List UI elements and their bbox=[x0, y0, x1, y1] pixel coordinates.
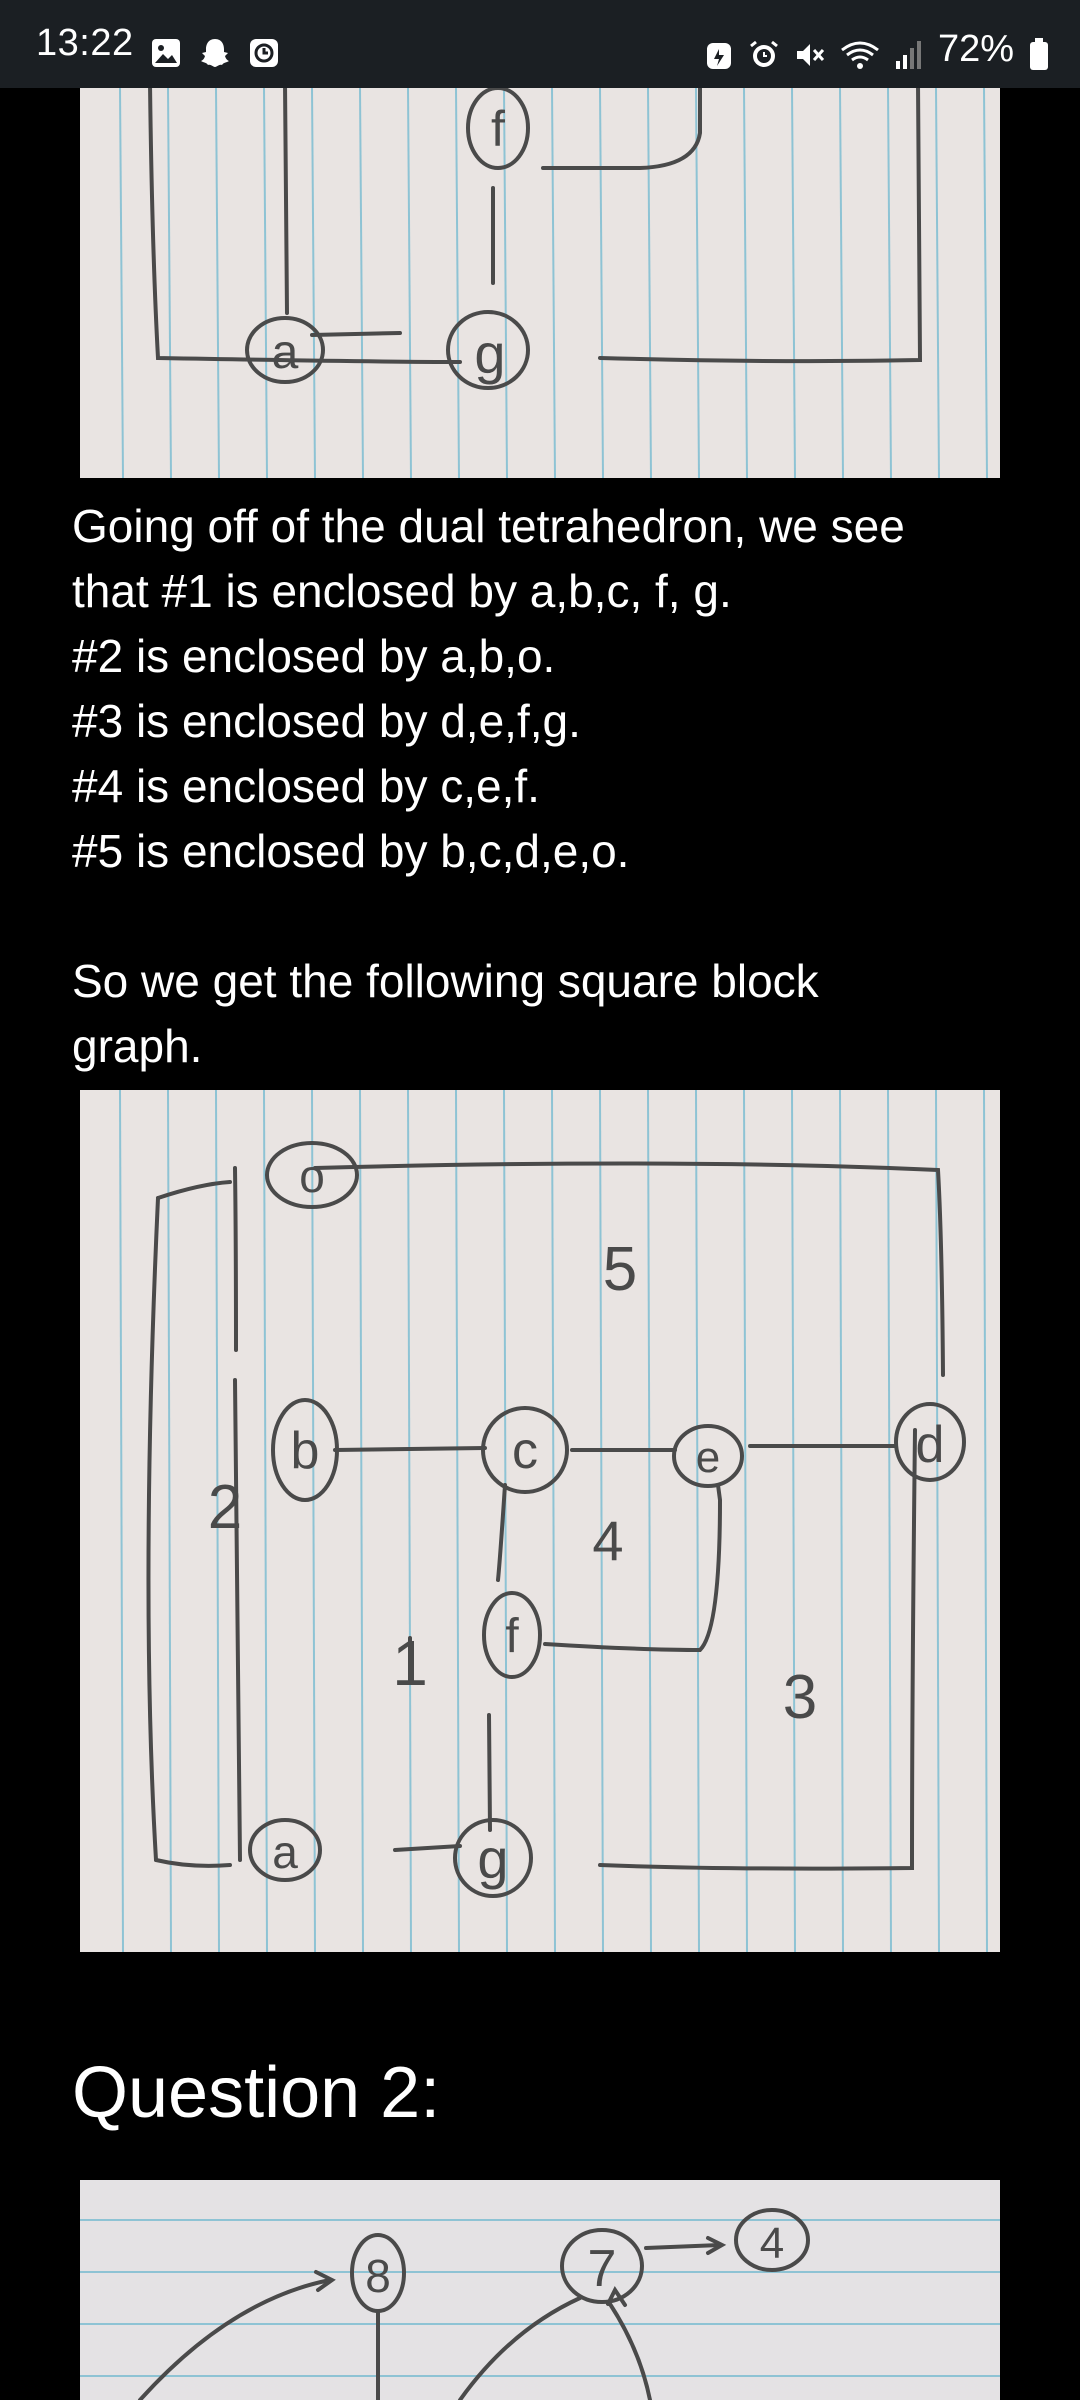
gallery-icon bbox=[150, 37, 182, 74]
status-time: 13:22 bbox=[36, 22, 134, 64]
region-1-label: 1 bbox=[392, 1627, 428, 1699]
clock-app-icon bbox=[248, 37, 280, 74]
vertex-a-label: a bbox=[272, 1826, 298, 1878]
paragraph-line: that #1 is enclosed by a,b,c, f, g. bbox=[72, 565, 732, 617]
vertex-f-label: f bbox=[491, 101, 505, 157]
region-3-label: 3 bbox=[783, 1663, 817, 1732]
vertex-b-label: b bbox=[291, 1422, 320, 1480]
vertex-e-label: e bbox=[696, 1433, 720, 1482]
question-2-sketch-image: 8 7 4 bbox=[80, 2180, 1000, 2400]
vertex-d-label: d bbox=[916, 1416, 945, 1474]
signal-icon bbox=[894, 39, 924, 76]
vertex-a-label: a bbox=[272, 326, 299, 379]
snapchat-icon bbox=[198, 36, 232, 75]
vertex-g-label: g bbox=[477, 1827, 508, 1890]
paragraph-line: Going off of the dual tetrahedron, we se… bbox=[72, 500, 905, 552]
paragraph-line: #4 is enclosed by c,e,f. bbox=[72, 760, 540, 812]
paragraph-line: #2 is enclosed by a,b,o. bbox=[72, 630, 556, 682]
node-4-label: 4 bbox=[760, 2219, 784, 2268]
node-8-label: 8 bbox=[365, 2250, 391, 2302]
paragraph-line: #5 is enclosed by b,c,d,e,o. bbox=[72, 825, 630, 877]
battery-icon bbox=[1028, 38, 1050, 77]
vertex-o-label: o bbox=[299, 1150, 325, 1202]
sketch-image-partial: a g f bbox=[80, 88, 1000, 478]
alarm-icon bbox=[748, 39, 780, 76]
paragraph-line: graph. bbox=[72, 1020, 203, 1072]
status-bar: 13:22 72% bbox=[0, 0, 1080, 88]
square-block-graph-image: o b c e d f a g 5 2 4 1 3 bbox=[80, 1090, 1000, 1952]
region-2-label: 2 bbox=[208, 1473, 242, 1542]
vertex-c-label: c bbox=[512, 1422, 538, 1480]
mute-icon bbox=[794, 39, 826, 76]
region-5-label: 5 bbox=[603, 1235, 637, 1304]
region-4-label: 4 bbox=[592, 1509, 623, 1572]
battery-percent: 72% bbox=[937, 28, 1014, 70]
battery-saver-icon bbox=[704, 39, 734, 76]
vertex-g-label: g bbox=[474, 322, 505, 385]
node-7-label: 7 bbox=[588, 2240, 617, 2298]
vertex-f-label: f bbox=[505, 1610, 519, 1663]
wifi-icon bbox=[840, 39, 880, 76]
paragraph-line: So we get the following square block bbox=[72, 955, 819, 1007]
paragraph-line: #3 is enclosed by d,e,f,g. bbox=[72, 695, 581, 747]
question-2-heading: Question 2: bbox=[72, 2053, 441, 2133]
explanation-text: Going off of the dual tetrahedron, we se… bbox=[72, 494, 1032, 1079]
